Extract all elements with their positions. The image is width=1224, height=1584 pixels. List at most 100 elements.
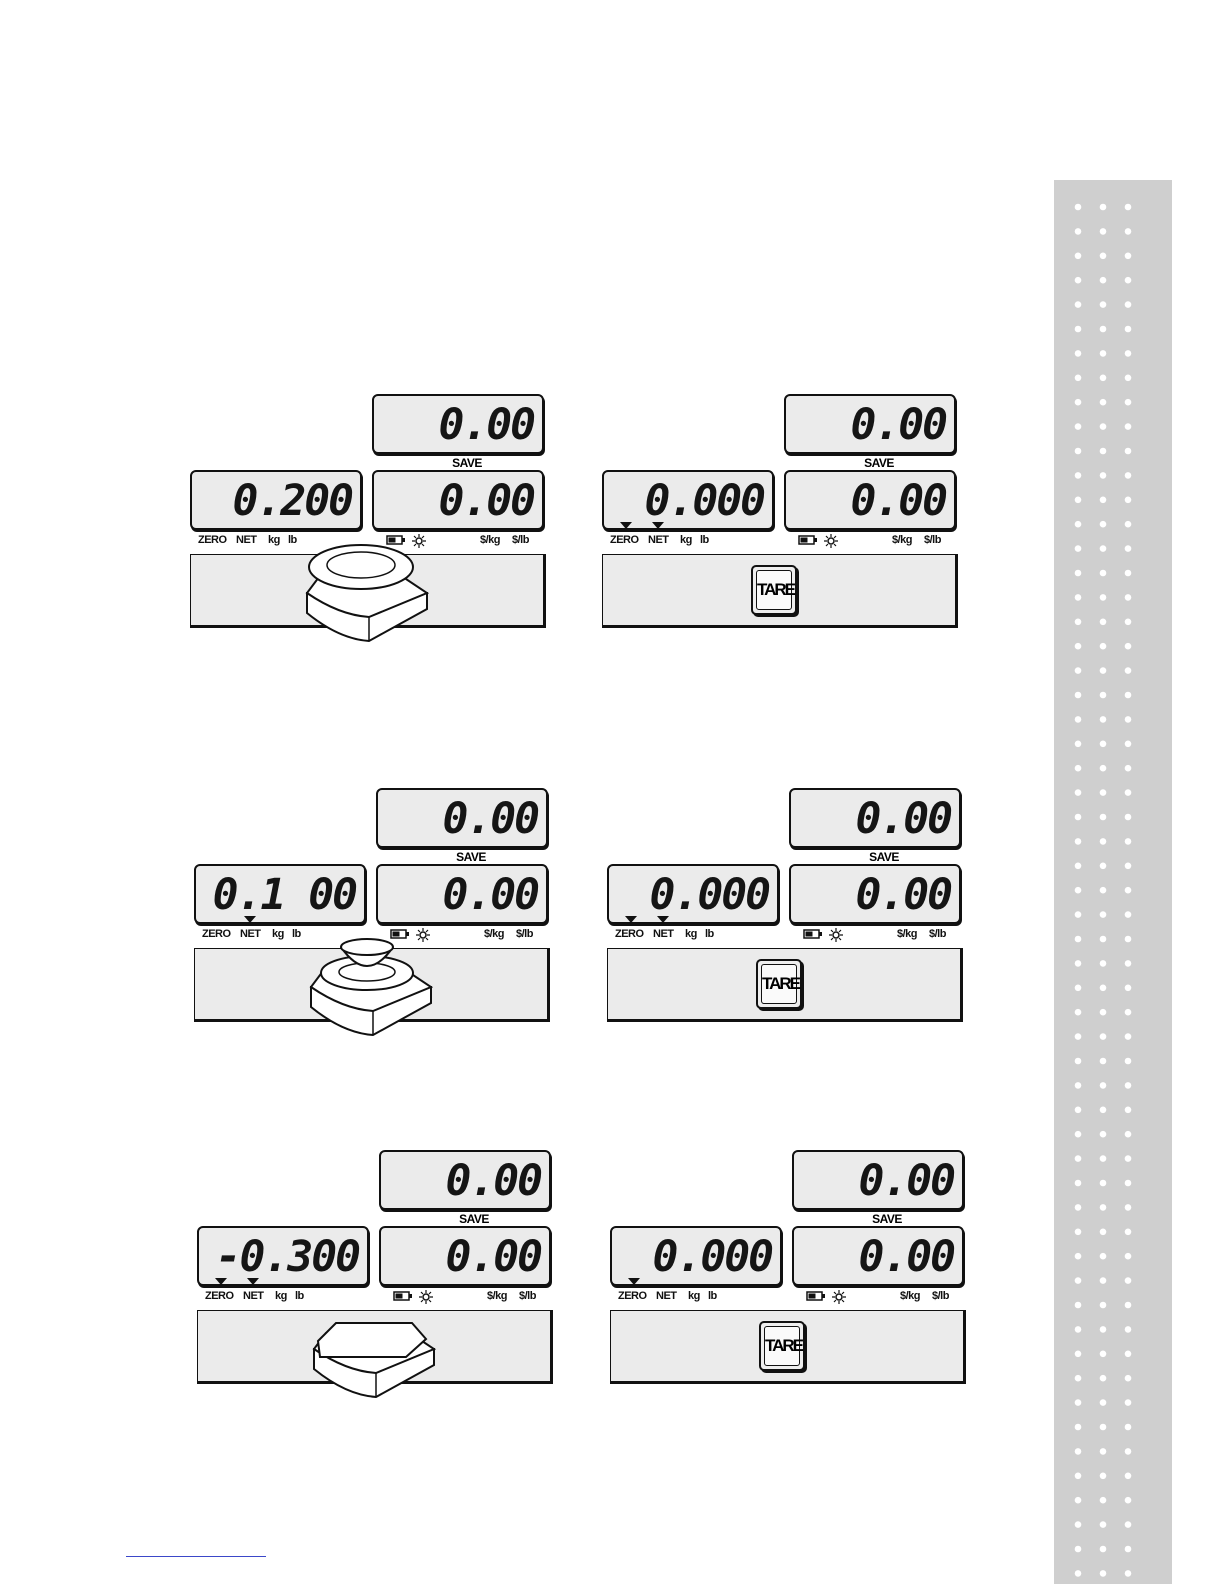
save-label: SAVE	[789, 850, 979, 864]
zero-label: ZERO	[615, 928, 644, 940]
strip-dot	[1075, 228, 1082, 235]
strip-dot	[1075, 301, 1082, 308]
strip-dot	[1125, 1302, 1132, 1309]
price-value: 0.00	[855, 794, 951, 844]
strip-dot	[1100, 1473, 1107, 1480]
footer-link-line	[126, 1556, 266, 1557]
strip-dot	[1100, 521, 1107, 528]
weight-display: 0.200	[190, 470, 362, 530]
battery-icon	[803, 928, 823, 940]
scale-display-panel: 0.00 SAVE 0.000 0.00 ZERO NET kg lb $/kg…	[602, 394, 974, 656]
strip-dot	[1125, 1326, 1132, 1333]
strip-dot	[1100, 960, 1107, 967]
strip-dot	[1075, 204, 1082, 211]
strip-dot	[1125, 1546, 1132, 1553]
strip-dot	[1125, 863, 1132, 870]
strip-dot	[1100, 1546, 1107, 1553]
strip-dot	[1125, 1033, 1132, 1040]
strip-dot	[1125, 326, 1132, 333]
net-indicator-arrow	[652, 522, 664, 529]
unit-price-display: 0.00	[792, 1226, 964, 1286]
unit-price-value: 0.00	[858, 1232, 954, 1282]
tare-key-icon: TARE	[751, 565, 797, 615]
scale-empty-icon	[306, 1299, 446, 1399]
unit-price-display: 0.00	[376, 864, 548, 924]
strip-dot	[1125, 1448, 1132, 1455]
strip-dot	[1125, 277, 1132, 284]
weight-display: 0.000	[607, 864, 779, 924]
strip-dot	[1100, 887, 1107, 894]
action-area	[190, 554, 546, 628]
unit-price-display: 0.00	[784, 470, 956, 530]
save-label: SAVE	[372, 456, 562, 470]
net-label: NET	[243, 1290, 264, 1302]
lb-label: lb	[295, 1290, 304, 1302]
strip-dot	[1100, 643, 1107, 650]
per-kg-label: $/kg	[900, 1290, 920, 1302]
kg-label: kg	[685, 928, 697, 940]
per-kg-label: $/kg	[897, 928, 917, 940]
strip-dot	[1075, 863, 1082, 870]
strip-dot	[1075, 1033, 1082, 1040]
indicator-labels: ZERO NET kg lb $/kg $/lb	[610, 534, 964, 548]
strip-dot	[1125, 521, 1132, 528]
net-indicator-arrow	[657, 916, 669, 923]
strip-dot	[1125, 1082, 1132, 1089]
save-label: SAVE	[784, 456, 974, 470]
per-kg-label: $/kg	[480, 534, 500, 546]
scale-display-panel: 0.00 SAVE 0.000 0.00 ZERO NET kg lb $/kg…	[607, 788, 979, 1050]
strip-dot	[1100, 1082, 1107, 1089]
strip-dot	[1075, 1546, 1082, 1553]
tare-key-label: TARE	[761, 964, 797, 1004]
strip-dot	[1125, 1277, 1132, 1284]
strip-dot	[1125, 448, 1132, 455]
unit-price-value: 0.00	[438, 476, 534, 526]
strip-dot	[1075, 887, 1082, 894]
per-lb-label: $/lb	[519, 1290, 536, 1302]
stable-sun-icon	[829, 928, 843, 942]
strip-dot	[1100, 423, 1107, 430]
per-lb-label: $/lb	[512, 534, 529, 546]
strip-dot	[1075, 692, 1082, 699]
weight-value: 0.000	[650, 870, 769, 920]
strip-dot	[1125, 253, 1132, 260]
battery-icon	[806, 1290, 826, 1302]
strip-dot	[1100, 985, 1107, 992]
zero-label: ZERO	[618, 1290, 647, 1302]
strip-dot	[1125, 497, 1132, 504]
strip-dot	[1125, 570, 1132, 577]
strip-dot	[1125, 375, 1132, 382]
stable-sun-icon	[824, 534, 838, 548]
price-value: 0.00	[850, 400, 946, 450]
strip-dot	[1125, 1204, 1132, 1211]
stable-sun-icon	[832, 1290, 846, 1304]
strip-dot	[1100, 1204, 1107, 1211]
net-indicator-arrow	[244, 916, 256, 923]
weight-display: 0.000	[610, 1226, 782, 1286]
zero-indicator-arrow	[215, 1278, 227, 1285]
strip-dot	[1100, 936, 1107, 943]
strip-dot	[1125, 716, 1132, 723]
strip-dot	[1125, 350, 1132, 357]
save-label: SAVE	[376, 850, 566, 864]
strip-dot	[1100, 619, 1107, 626]
scale-plate-icon	[299, 543, 439, 643]
strip-dot	[1125, 1399, 1132, 1406]
strip-dot	[1100, 301, 1107, 308]
strip-dot	[1075, 716, 1082, 723]
side-strip	[1054, 180, 1172, 1584]
strip-dot	[1075, 838, 1082, 845]
price-value: 0.00	[858, 1156, 954, 1206]
weight-value: -0.300	[216, 1232, 359, 1282]
strip-dot	[1100, 570, 1107, 577]
kg-label: kg	[268, 534, 280, 546]
scale-display-panel: 0.00 SAVE 0.000 0.00 ZERO NET kg lb $/kg…	[610, 1150, 982, 1412]
strip-dot	[1075, 1497, 1082, 1504]
indicator-labels: ZERO NET kg lb $/kg $/lb	[618, 1290, 972, 1304]
per-lb-label: $/lb	[929, 928, 946, 940]
per-lb-label: $/lb	[924, 534, 941, 546]
strip-dot	[1075, 253, 1082, 260]
weight-value: 0.000	[645, 476, 764, 526]
strip-dot	[1125, 204, 1132, 211]
zero-indicator-arrow	[628, 1278, 640, 1285]
